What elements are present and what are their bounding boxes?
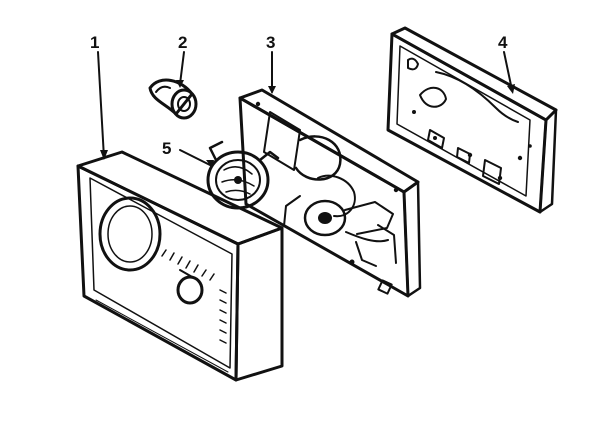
part-2-knob [148, 78, 198, 120]
callout-1: 1 [90, 33, 99, 52]
callout-2: 2 [178, 33, 187, 52]
callout-4: 4 [498, 33, 508, 52]
part-4-base-plate [386, 26, 558, 214]
part-1-front-cover [76, 150, 284, 382]
leader-lines [97, 51, 515, 168]
callout-3: 3 [266, 33, 275, 52]
part-3-mechanism [238, 88, 422, 298]
callout-5: 5 [162, 139, 171, 158]
